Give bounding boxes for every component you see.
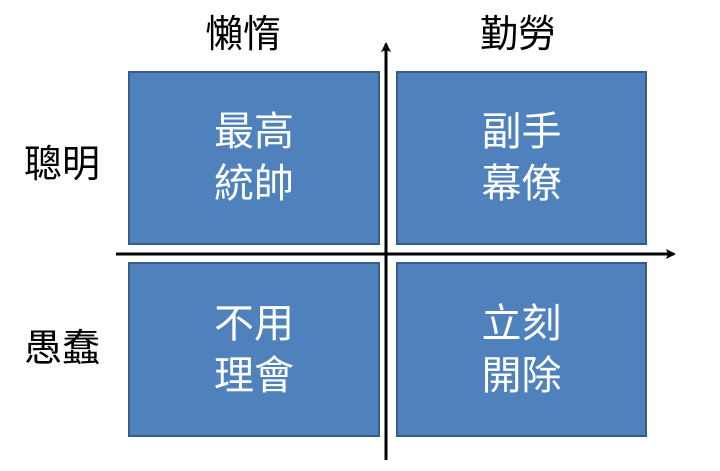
column-header-lazy: 懶惰	[204, 12, 281, 56]
quadrant-smart-lazy: 最高 統帥	[128, 71, 380, 245]
quadrant-stupid-diligent-line1: 立刻	[481, 300, 562, 347]
column-header-diligent: 勤勞	[479, 12, 556, 56]
quadrant-stupid-diligent: 立刻 開除	[396, 262, 647, 437]
quadrant-stupid-lazy-line2: 理會	[214, 352, 294, 399]
row-header-stupid: 愚蠢	[24, 326, 101, 370]
quadrant-smart-lazy-line2: 統帥	[214, 161, 294, 207]
quadrant-smart-diligent: 副手 幕僚	[396, 71, 647, 245]
quadrant-stupid-lazy-line1: 不用	[214, 300, 294, 347]
quadrant-smart-diligent-line2: 幕僚	[481, 161, 562, 207]
quadrant-stupid-lazy: 不用 理會	[128, 262, 380, 437]
row-header-smart: 聰明	[24, 142, 101, 186]
quadrant-smart-diligent-line1: 副手	[481, 109, 562, 155]
quadrant-smart-lazy-line1: 最高	[214, 109, 294, 155]
quadrant-stupid-diligent-line2: 開除	[481, 352, 562, 399]
